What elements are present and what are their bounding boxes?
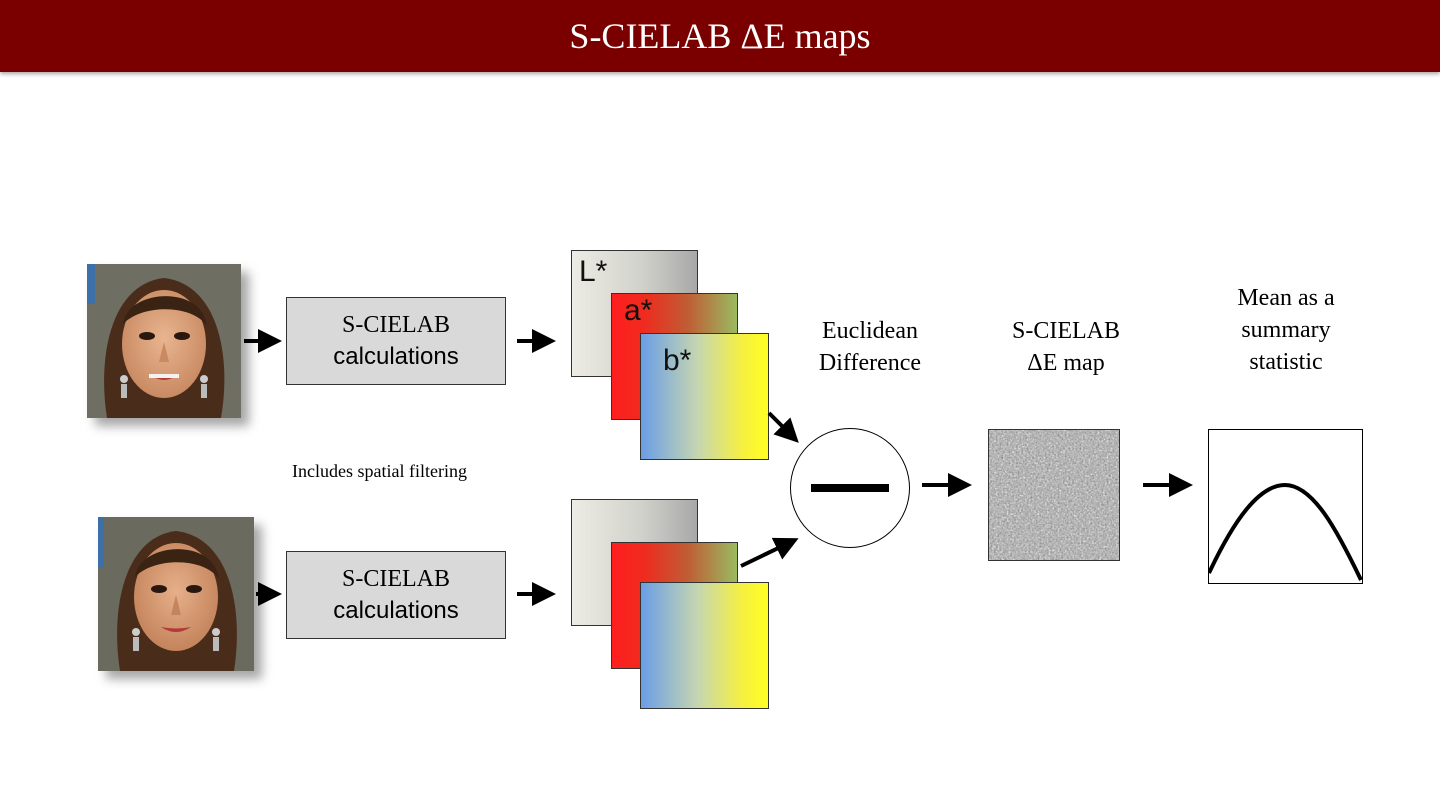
difference-operator (790, 428, 910, 548)
bell-curve (1207, 482, 1363, 581)
layer-a-label: a* (624, 294, 653, 327)
calc-box-bottom: S-CIELAB calculations (286, 551, 506, 639)
layer-b-top: b* (640, 333, 769, 460)
de-map-line1: S-CIELAB (1012, 318, 1120, 344)
calc-box-top-line2: calculations (333, 343, 459, 370)
de-map-label: S-CIELAB ΔE map (986, 315, 1146, 379)
spatial-filtering-note: Includes spatial filtering (292, 461, 467, 481)
calc-box-bottom-line1: S-CIELAB (342, 566, 450, 592)
layer-b-label: b* (663, 344, 692, 377)
summary-line2: summary (1241, 317, 1331, 343)
calc-box-top: S-CIELAB calculations (286, 297, 506, 385)
layer-b-bottom (640, 582, 769, 709)
calc-box-bottom-line2: calculations (333, 597, 459, 624)
layer-l-label: L* (579, 255, 608, 288)
summary-line3: statistic (1249, 349, 1323, 375)
title-bar: S-CIELAB ΔE maps (0, 0, 1440, 72)
summary-line1: Mean as a (1237, 285, 1335, 311)
calc-box-top-line1: S-CIELAB (342, 312, 450, 338)
arrow-layers-top-to-diff (767, 411, 799, 443)
delta-e-map (988, 429, 1120, 561)
euclidean-label: Euclidean Difference (790, 315, 950, 379)
face-photo-bottom (98, 517, 254, 671)
summary-label: Mean as a summary statistic (1196, 282, 1376, 378)
minus-sign-icon (811, 484, 889, 492)
slide-title: S-CIELAB ΔE maps (569, 16, 871, 56)
euclidean-line2: Difference (818, 350, 922, 376)
euclidean-line1: Euclidean (822, 318, 918, 344)
summary-plot (1207, 429, 1363, 584)
de-map-line2: ΔE map (1027, 350, 1105, 376)
arrow-layers-bottom-to-diff (740, 537, 799, 568)
face-photo-top (87, 264, 241, 418)
